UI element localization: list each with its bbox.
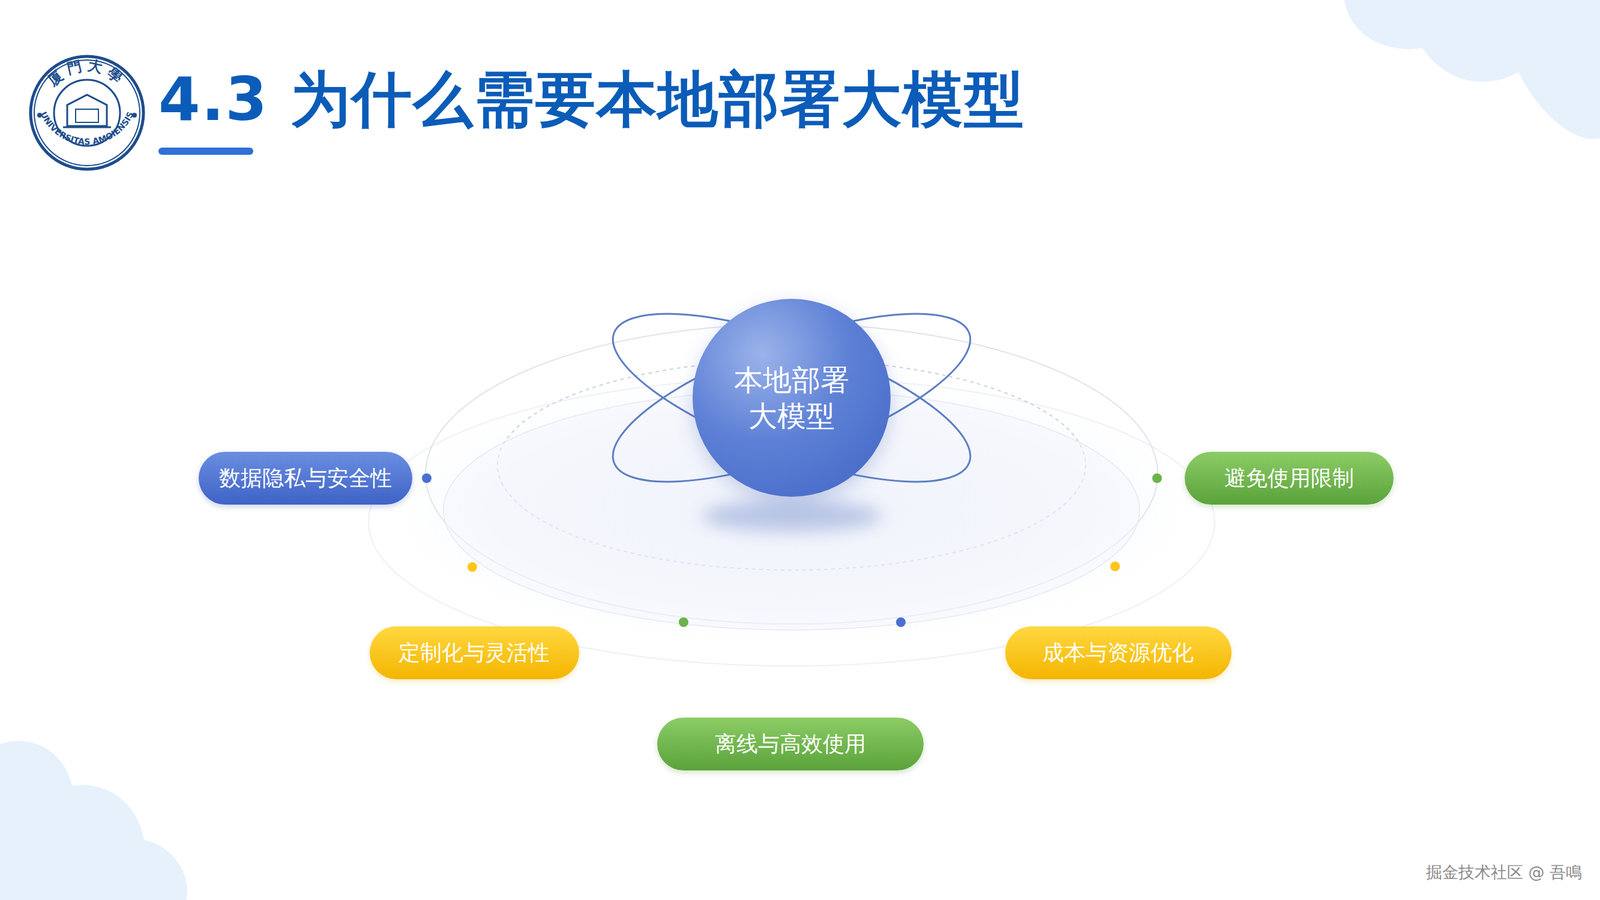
dot bbox=[1110, 561, 1120, 572]
node-label: 成本与资源优化 bbox=[1042, 638, 1194, 668]
node-label: 数据隐私与安全性 bbox=[219, 463, 392, 494]
node-label: 离线与高效使用 bbox=[714, 729, 867, 760]
logo-text: UNIVERSITAS AMOIENSIS bbox=[39, 109, 136, 147]
dot bbox=[896, 617, 906, 628]
svg-text:厦門大學: 厦門大學 bbox=[43, 56, 130, 90]
title-underline bbox=[158, 147, 254, 155]
center-circle: 本地部署 大模型 bbox=[692, 298, 891, 497]
reason-pill: 离线与高效使用 bbox=[657, 717, 924, 771]
university-logo: 厦門大學 UNIVERSITAS AMOIENSIS bbox=[30, 56, 144, 170]
dot bbox=[421, 473, 432, 484]
slide-title: 4.3 为什么需要本地部署大模型 bbox=[158, 60, 1026, 142]
dot bbox=[467, 562, 478, 572]
cloud-decoration bbox=[1344, 0, 1600, 140]
node-label: 避免使用限制 bbox=[1224, 463, 1354, 494]
dot bbox=[1152, 473, 1162, 484]
logo-text: 厦門大學 bbox=[43, 56, 130, 90]
node-label: 本地部署 大模型 bbox=[728, 361, 855, 434]
watermark: 掘金技术社区 @ 吾鳴 bbox=[1425, 861, 1582, 884]
orbit bbox=[594, 279, 990, 517]
svg-text:UNIVERSITAS AMOIENSIS: UNIVERSITAS AMOIENSIS bbox=[39, 109, 136, 147]
node-label: 定制化与灵活性 bbox=[398, 638, 550, 668]
circle-shadow bbox=[701, 500, 882, 532]
cloud-decoration bbox=[0, 741, 188, 900]
reason-pill: 数据隐私与安全性 bbox=[198, 451, 413, 505]
reason-pill: 定制化与灵活性 bbox=[369, 626, 580, 680]
reason-pill: 成本与资源优化 bbox=[1005, 626, 1232, 680]
orbit bbox=[594, 279, 990, 517]
dot bbox=[678, 617, 689, 628]
reason-pill: 避免使用限制 bbox=[1184, 451, 1394, 505]
